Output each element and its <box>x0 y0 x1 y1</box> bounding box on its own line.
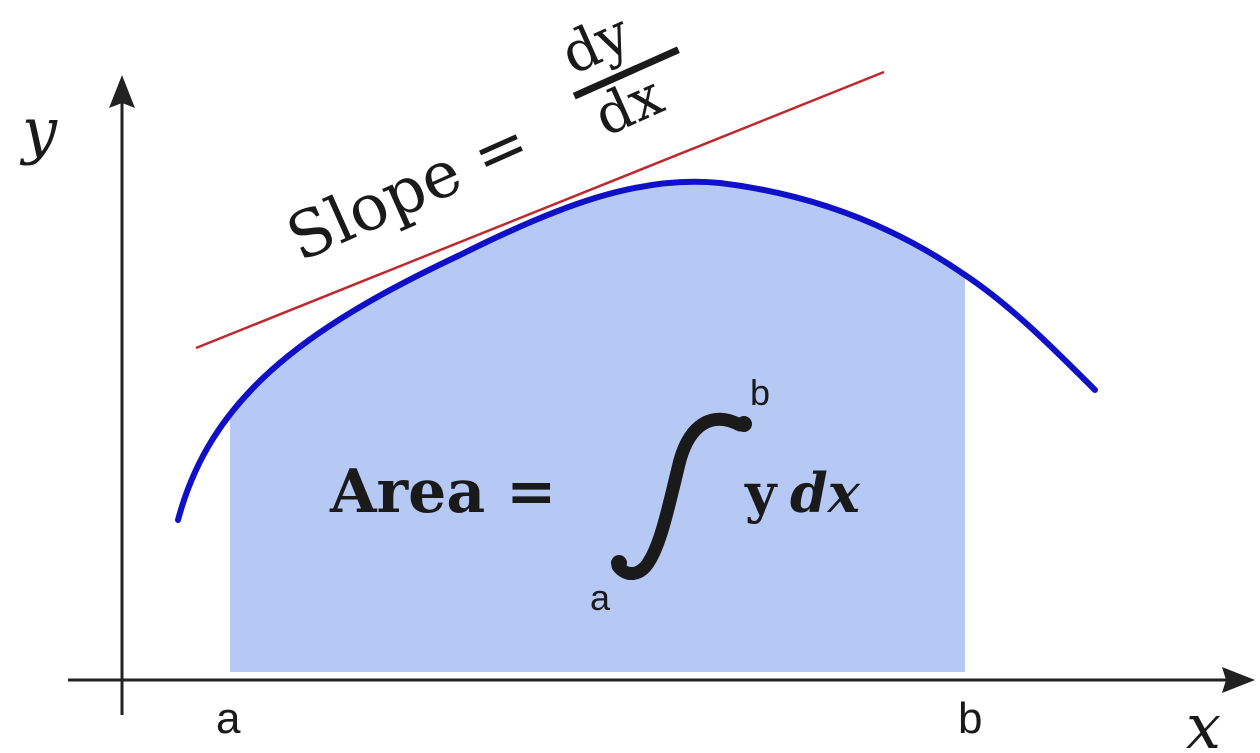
tangent-line <box>195 70 885 350</box>
x-tick-label-a: a <box>216 694 241 743</box>
integrand-y: y <box>744 461 778 525</box>
integral-upper-limit: b <box>750 372 770 413</box>
integral-lower-limit: a <box>590 577 611 618</box>
y-axis-arrowhead <box>109 75 135 108</box>
x-axis-arrowhead <box>1222 667 1255 693</box>
area-label: Area = <box>329 457 556 527</box>
area-under-curve <box>230 181 965 672</box>
x-axis-label: x <box>1186 690 1221 753</box>
integral-top-terminal <box>736 416 752 432</box>
y-axis-label: y <box>19 94 58 167</box>
slope-fraction-bar <box>572 46 680 100</box>
integral-bottom-terminal <box>611 555 627 571</box>
integrand-dx: dx <box>790 461 861 525</box>
x-tick-label-b: b <box>958 694 982 743</box>
integral-sign <box>611 412 747 580</box>
function-curve <box>175 178 1098 523</box>
